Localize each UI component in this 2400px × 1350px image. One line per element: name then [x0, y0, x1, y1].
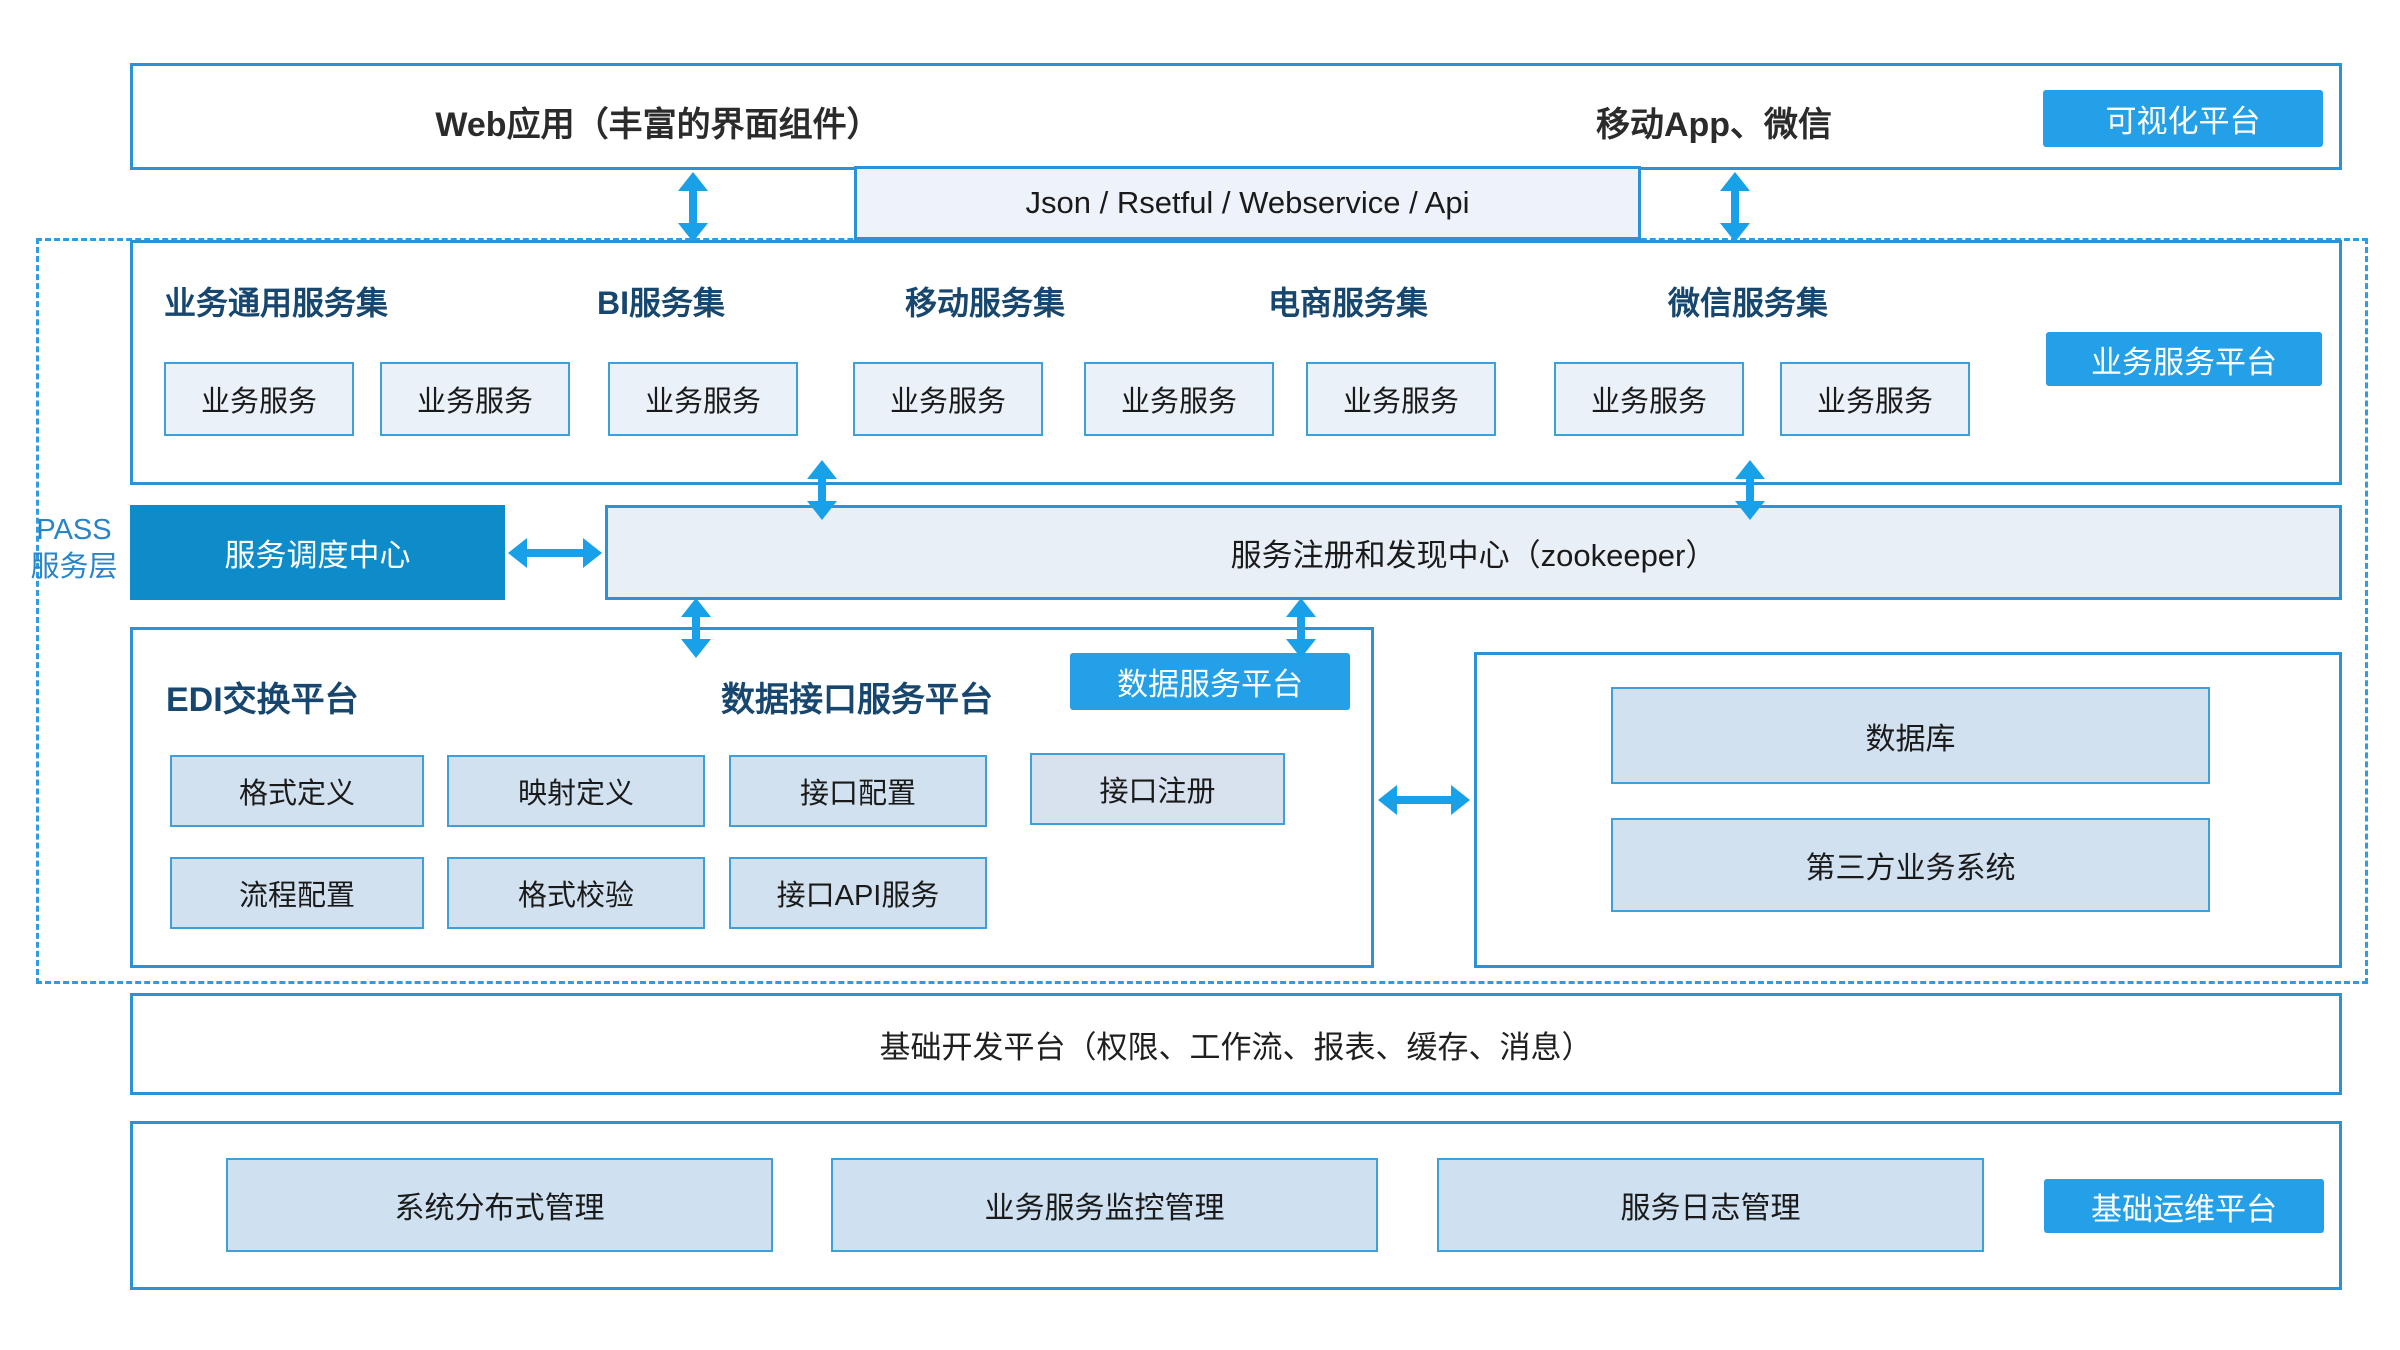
api-bar-label: Json / Rsetful / Webservice / Api — [1025, 185, 1470, 220]
service-group-header: 业务通用服务集 — [164, 285, 389, 321]
ops-box: 服务日志管理 — [1437, 1158, 1984, 1252]
feature-box: 接口注册 — [1030, 753, 1285, 825]
database-box: 数据库 — [1611, 687, 2210, 784]
arrow-up-icon — [681, 598, 711, 617]
arrow-down-icon — [681, 639, 711, 658]
service-box: 业务服务 — [164, 362, 354, 436]
mobile-app-title: 移动App、微信 — [1595, 106, 1833, 144]
arrow-stem — [692, 614, 700, 642]
dev-platform-label: 基础开发平台（权限、工作流、报表、缓存、消息） — [879, 1029, 1593, 1065]
api-bar: Json / Rsetful / Webservice / Api — [854, 166, 1641, 240]
arrow-up-icon — [678, 172, 708, 191]
feature-box: 接口API服务 — [729, 857, 987, 929]
feature-box: 映射定义 — [447, 755, 705, 827]
web-app-title: Web应用（丰富的界面组件） — [435, 106, 881, 144]
arrow-left-icon — [508, 538, 527, 568]
arrow-up-icon — [807, 460, 837, 479]
feature-box: 接口配置 — [729, 755, 987, 827]
ops-box: 业务服务监控管理 — [831, 1158, 1378, 1252]
arrow-stem — [1746, 476, 1754, 504]
arrow-stem — [818, 476, 826, 504]
scheduler-box: 服务调度中心 — [130, 505, 505, 600]
service-box: 业务服务 — [853, 362, 1043, 436]
feature-box: 格式定义 — [170, 755, 424, 827]
service-box: 业务服务 — [380, 362, 570, 436]
dev-platform-bar: 基础开发平台（权限、工作流、报表、缓存、消息） — [130, 993, 2342, 1095]
ops-platform-badge: 基础运维平台 — [2044, 1179, 2324, 1233]
arrow-right-icon — [583, 538, 602, 568]
double-arrow-vertical — [1285, 598, 1317, 658]
ops-box: 系统分布式管理 — [226, 1158, 773, 1252]
arrow-up-icon — [1720, 172, 1750, 191]
arrow-stem — [1394, 796, 1454, 804]
pass-layer-label: PASS 服务层 — [8, 512, 140, 586]
pass-label-line1: PASS — [36, 514, 112, 546]
arrow-stem — [689, 188, 697, 226]
service-group-header: 微信服务集 — [1668, 285, 1829, 321]
pass-label-line2: 服务层 — [30, 551, 118, 583]
arrow-down-icon — [678, 223, 708, 242]
double-arrow-vertical — [806, 460, 838, 520]
arrow-down-icon — [1735, 501, 1765, 520]
arrow-up-icon — [1286, 598, 1316, 617]
double-arrow-vertical — [680, 598, 712, 658]
service-platform-container — [130, 240, 2342, 485]
application-layer-container — [130, 63, 2342, 170]
registry-box: 服务注册和发现中心（zookeeper） — [605, 505, 2342, 600]
arrow-stem — [1297, 614, 1305, 642]
double-arrow-vertical — [677, 172, 709, 242]
arrow-left-icon — [1378, 785, 1397, 815]
interface-platform-title: 数据接口服务平台 — [721, 681, 993, 719]
double-arrow-vertical — [1719, 172, 1751, 242]
arrow-up-icon — [1735, 460, 1765, 479]
data-platform-badge: 数据服务平台 — [1070, 653, 1350, 710]
arrow-right-icon — [1451, 785, 1470, 815]
service-group-header: BI服务集 — [597, 285, 726, 321]
feature-box: 流程配置 — [170, 857, 424, 929]
service-box: 业务服务 — [1780, 362, 1970, 436]
arrow-stem — [1731, 188, 1739, 226]
visualization-platform-badge: 可视化平台 — [2043, 90, 2323, 147]
double-arrow-horizontal — [508, 537, 602, 569]
service-group-header: 移动服务集 — [905, 285, 1066, 321]
service-box: 业务服务 — [608, 362, 798, 436]
service-box: 业务服务 — [1554, 362, 1744, 436]
edi-platform-title: EDI交换平台 — [166, 681, 359, 719]
arrow-down-icon — [1720, 223, 1750, 242]
arrow-down-icon — [1286, 639, 1316, 658]
arrow-down-icon — [807, 501, 837, 520]
double-arrow-horizontal — [1378, 784, 1470, 816]
service-box: 业务服务 — [1084, 362, 1274, 436]
double-arrow-vertical — [1734, 460, 1766, 520]
arrow-stem — [524, 549, 586, 557]
service-group-header: 电商服务集 — [1268, 285, 1429, 321]
service-box: 业务服务 — [1306, 362, 1496, 436]
feature-box: 格式校验 — [447, 857, 705, 929]
service-platform-badge: 业务服务平台 — [2046, 332, 2322, 386]
third-party-box: 第三方业务系统 — [1611, 818, 2210, 912]
